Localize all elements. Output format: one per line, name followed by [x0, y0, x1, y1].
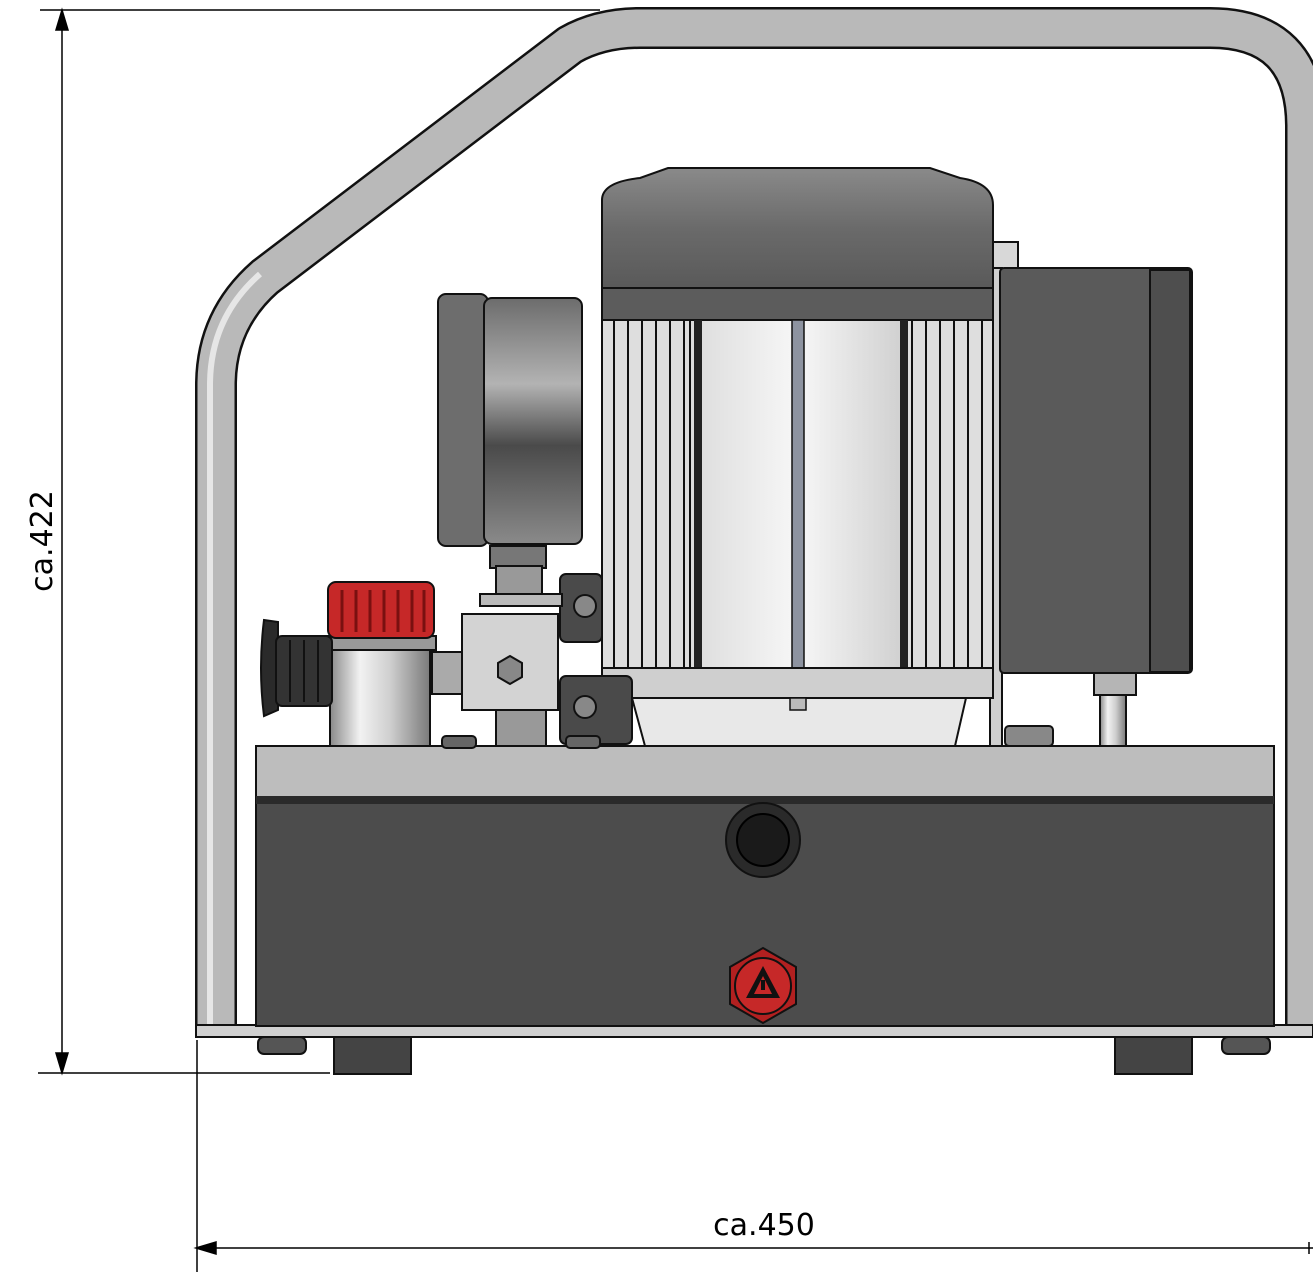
warning-triangle-icon	[746, 966, 780, 998]
carry-frame	[195, 7, 1313, 1030]
height-dimension	[38, 7, 600, 1076]
tie-rod	[791, 319, 805, 669]
height-dimension-label: ca.422	[25, 490, 60, 592]
hex-plug-icon	[497, 654, 523, 686]
arrowhead-left-icon	[193, 1240, 217, 1256]
rubber-foot-right	[1221, 1036, 1271, 1055]
width-dimension	[193, 1040, 1313, 1272]
width-dimension-label: ca.450	[713, 1208, 815, 1243]
motor-flange	[601, 667, 994, 699]
tank-lid	[255, 745, 1275, 799]
control-box	[989, 241, 1193, 747]
cable-gland	[1093, 672, 1137, 696]
valve-block	[431, 613, 559, 747]
mount-foot-right	[1114, 1036, 1193, 1075]
rubber-foot-left	[257, 1036, 307, 1055]
feet	[257, 1036, 1271, 1075]
motor-mount-brackets	[559, 573, 633, 745]
lid-fasteners	[441, 735, 601, 749]
drain-plug	[729, 946, 797, 1025]
arrowhead-down-icon	[54, 1052, 70, 1076]
quick-coupling	[260, 618, 333, 718]
cooling-fins	[613, 320, 983, 668]
arrowhead-up-icon	[54, 7, 70, 31]
pressure-gauge	[437, 293, 583, 607]
pump-bell-housing	[630, 697, 968, 747]
red-adjustment-knob[interactable]	[327, 581, 435, 639]
mount-foot-left	[333, 1036, 412, 1075]
electric-motor	[601, 167, 994, 747]
pressure-relief-valve	[325, 581, 437, 747]
motor-fan-cover	[601, 167, 994, 291]
oil-sight-glass	[725, 802, 801, 878]
